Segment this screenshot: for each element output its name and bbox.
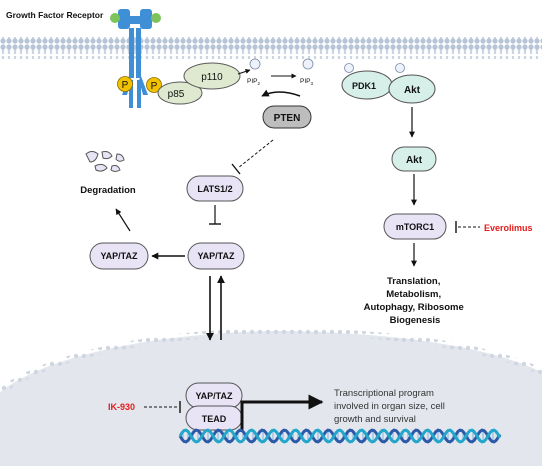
mtorc1-node bbox=[383, 213, 447, 240]
dna-strand-b bbox=[178, 428, 502, 444]
ik930-label: IK-930 bbox=[108, 402, 135, 412]
plasma-membrane bbox=[0, 37, 542, 59]
pi3k-to-pip2-arrow bbox=[237, 69, 251, 75]
outcome-line: Autophagy, Ribosome bbox=[364, 302, 464, 313]
yaptaz-label: YAP/TAZ bbox=[197, 251, 235, 261]
yaptaz-left-node bbox=[89, 242, 149, 270]
program-line: growth and survival bbox=[334, 414, 416, 425]
akt-label: Akt bbox=[406, 155, 423, 166]
pten-node bbox=[262, 105, 312, 129]
ligand-right bbox=[151, 13, 161, 23]
degradation-label: Degradation bbox=[80, 185, 136, 196]
yaptaz-node bbox=[187, 242, 245, 270]
akt-membrane-node bbox=[388, 74, 436, 104]
dna-helix bbox=[178, 428, 502, 444]
akt-membrane-label: Akt bbox=[404, 85, 421, 96]
degradation-icon bbox=[85, 151, 125, 172]
growth-factor-receptor bbox=[110, 9, 161, 108]
p85-subunit bbox=[157, 81, 203, 105]
p110-subunit bbox=[183, 62, 241, 90]
pip2-headgroup bbox=[249, 58, 261, 70]
akt-anchor bbox=[395, 63, 405, 73]
pdk1-label: PDK1 bbox=[352, 81, 376, 91]
pten-label: PTEN bbox=[274, 113, 301, 124]
everolimus-label: Everolimus bbox=[484, 223, 533, 233]
yaptaz-to-degradation-arrow bbox=[115, 208, 131, 232]
ligand-left bbox=[110, 13, 120, 23]
mtorc1-label: mTORC1 bbox=[396, 222, 434, 232]
pdk1-anchor bbox=[344, 63, 354, 73]
phospho-left-label: P bbox=[122, 80, 129, 91]
tead-label: TEAD bbox=[202, 414, 227, 424]
dna-strand-a bbox=[178, 428, 502, 444]
transcription-start-arrow bbox=[240, 394, 324, 432]
pten-recycle-arrow bbox=[261, 89, 301, 97]
lats-node bbox=[186, 175, 244, 202]
nucleus bbox=[0, 327, 542, 466]
akt-node bbox=[391, 146, 437, 172]
nuclear-yaptaz-label: YAP/TAZ bbox=[195, 391, 233, 401]
program-text: Transcriptional program involved in orga… bbox=[334, 388, 448, 425]
pip3-headgroup bbox=[302, 58, 314, 70]
program-line: involved in organ size, cell bbox=[334, 401, 445, 412]
pip3-label: PIP3 bbox=[300, 78, 313, 86]
yaptaz-left-label: YAP/TAZ bbox=[100, 251, 138, 261]
lats-label: LATS1/2 bbox=[197, 184, 232, 194]
pten-inhibit-bar bbox=[231, 163, 241, 175]
outcome-line: Translation, bbox=[387, 276, 440, 287]
program-line: Transcriptional program bbox=[334, 388, 434, 399]
receptor-label: Growth Factor Receptor bbox=[6, 10, 104, 20]
phospho-right bbox=[146, 77, 162, 93]
mtorc1-outcome-text: Translation, Metabolism, Autophagy, Ribo… bbox=[364, 276, 467, 326]
p85-label: p85 bbox=[168, 89, 185, 100]
pip2-label: PIP2 bbox=[247, 78, 260, 86]
phospho-right-label: P bbox=[151, 81, 158, 92]
p110-label: p110 bbox=[201, 72, 223, 83]
phospho-left bbox=[117, 76, 133, 92]
outcome-line: Biogenesis bbox=[390, 315, 441, 326]
pten-inhibits-lats bbox=[237, 139, 274, 169]
outcome-line: Metabolism, bbox=[386, 289, 441, 300]
